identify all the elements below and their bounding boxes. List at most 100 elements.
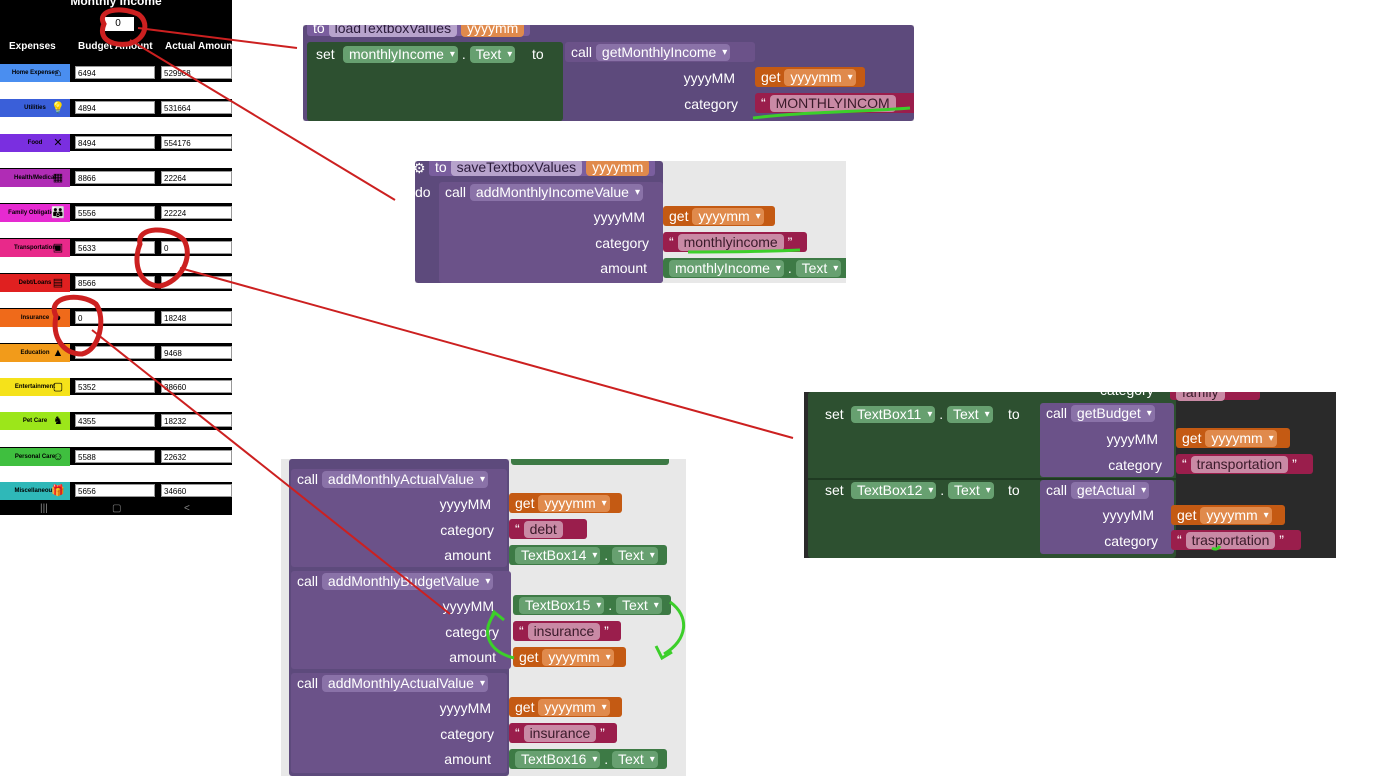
function-dropdown[interactable]: addMonthlyActualValue (321, 471, 488, 488)
function-dropdown[interactable]: addMonthlyActualValue (321, 675, 488, 692)
function-dropdown[interactable]: addMonthlyBudgetValue (321, 573, 494, 590)
budget-amount-input[interactable]: 6494 (75, 66, 155, 79)
property-dropdown[interactable]: Text (947, 406, 993, 423)
get-block[interactable]: get yyyymm (509, 697, 622, 717)
budget-amount-input[interactable]: 5656 (75, 484, 155, 497)
budget-amount-input[interactable] (75, 346, 155, 359)
back-icon[interactable]: < (184, 503, 190, 514)
variable-dropdown[interactable]: yyyymm (1200, 507, 1272, 524)
category-label: Food (0, 134, 70, 152)
budget-amount-input[interactable]: 8494 (75, 136, 155, 149)
text-value[interactable]: insurance (527, 623, 601, 640)
property-dropdown[interactable]: Text (612, 751, 658, 768)
gear-icon[interactable]: ⚙ (415, 161, 426, 176)
actual-amount-input[interactable]: 34660 (161, 484, 232, 497)
get-block[interactable]: get yyyymm (755, 67, 865, 87)
text-value[interactable]: family (1176, 392, 1225, 401)
component-getter[interactable]: monthlyIncome . Text (663, 258, 846, 278)
variable-dropdown[interactable]: yyyymm (784, 69, 856, 86)
actual-amount-input[interactable]: 22224 (161, 206, 232, 219)
budget-amount-input[interactable]: 4355 (75, 414, 155, 427)
component-dropdown[interactable]: TextBox14 (515, 547, 601, 564)
text-value[interactable]: MONTHLYINCOM (769, 95, 896, 112)
component-getter[interactable]: TextBox15 . Text (513, 595, 671, 615)
text-value[interactable]: debt (523, 521, 563, 538)
text-block[interactable]: family (1170, 392, 1260, 401)
get-block[interactable]: get yyyymm (513, 647, 626, 667)
budget-amount-input[interactable]: 5352 (75, 380, 155, 393)
row-stripe (0, 82, 232, 99)
actual-amount-input[interactable]: 18232 (161, 414, 232, 427)
call-addmonthlyincomevalue[interactable]: call addMonthlyIncomeValue (439, 182, 663, 283)
actual-amount-input[interactable]: 531664 (161, 101, 232, 114)
procedure-header[interactable]: to loadTextboxValues yyyymm (307, 25, 531, 37)
call-getbudget[interactable]: call getBudget (1040, 403, 1174, 477)
procedure-header[interactable]: to saveTextboxValues yyyymm (429, 161, 656, 176)
actual-amount-input[interactable]: 9468 (161, 346, 232, 359)
function-dropdown[interactable]: getBudget (1070, 405, 1155, 422)
text-value[interactable]: monthlyincome (677, 234, 784, 251)
text-value[interactable]: transportation (1190, 456, 1289, 473)
recent-apps-icon[interactable]: ||| (40, 503, 48, 514)
variable-dropdown[interactable]: yyyymm (542, 649, 614, 666)
actual-amount-input[interactable]: 22264 (161, 171, 232, 184)
variable-dropdown[interactable]: yyyymm (538, 495, 610, 512)
text-block[interactable]: “ transportation ” (1176, 454, 1313, 474)
get-block[interactable]: get yyyymm (1176, 428, 1290, 448)
text-block[interactable]: “ monthlyincome ” (663, 232, 807, 252)
component-dropdown[interactable]: TextBox12 (851, 482, 937, 499)
component-dropdown[interactable]: TextBox11 (851, 406, 936, 423)
call-addmonthlyactualvalue-insurance[interactable]: call addMonthlyActualValue (291, 673, 507, 773)
budget-amount-input[interactable]: 4894 (75, 101, 155, 114)
property-dropdown[interactable]: Text (795, 260, 842, 277)
property-dropdown[interactable]: Text (616, 597, 662, 614)
component-dropdown[interactable]: monthlyIncome (343, 46, 458, 63)
function-dropdown[interactable]: addMonthlyIncomeValue (469, 184, 643, 201)
component-dropdown[interactable]: monthlyIncome (669, 260, 784, 277)
text-block[interactable]: “ MONTHLYINCOM (755, 93, 914, 113)
actual-amount-input[interactable]: 18248 (161, 311, 232, 324)
budget-amount-input[interactable]: 8866 (75, 171, 155, 184)
get-block[interactable]: get yyyymm (663, 206, 775, 226)
component-dropdown[interactable]: TextBox16 (515, 751, 601, 768)
actual-amount-input[interactable]: 0 (161, 241, 232, 254)
actual-amount-input[interactable] (161, 276, 232, 289)
variable-dropdown[interactable]: yyyymm (692, 208, 764, 225)
budget-amount-input[interactable]: 5633 (75, 241, 155, 254)
page-title: Monthly Income (70, 0, 162, 8)
category-label: Debt/Loans (0, 274, 70, 292)
text-block[interactable]: “ insurance ” (509, 723, 617, 743)
variable-dropdown[interactable]: yyyymm (538, 699, 610, 716)
component-getter[interactable]: TextBox14 . Text (509, 545, 667, 565)
get-block[interactable]: get yyyymm (509, 493, 622, 513)
call-getactual[interactable]: call getActual (1040, 480, 1174, 554)
budget-amount-input[interactable]: 5556 (75, 206, 155, 219)
row-stripe (0, 326, 232, 343)
text-block[interactable]: “ insurance ” (513, 621, 621, 641)
text-block[interactable]: “ trasportation ” (1171, 530, 1301, 550)
actual-amount-input[interactable]: 38660 (161, 380, 232, 393)
property-dropdown[interactable]: Text (612, 547, 658, 564)
home-icon[interactable]: ▢ (112, 503, 122, 514)
get-block[interactable]: get yyyymm (1171, 505, 1285, 525)
budget-amount-input[interactable]: 5588 (75, 450, 155, 463)
budget-amount-input[interactable]: 0 (75, 311, 155, 324)
function-dropdown[interactable]: getActual (1070, 482, 1150, 499)
budget-amount-input[interactable]: 8566 (75, 276, 155, 289)
arg-label: yyyyMM (439, 700, 491, 716)
component-getter[interactable]: TextBox16 . Text (509, 749, 667, 769)
text-value[interactable]: insurance (523, 725, 597, 742)
monthly-income-input[interactable]: 0 (102, 17, 134, 31)
actual-amount-input[interactable]: 554176 (161, 136, 232, 149)
property-dropdown[interactable]: Text (469, 46, 516, 63)
function-dropdown[interactable]: getMonthlyIncome (595, 44, 731, 61)
actual-amount-input[interactable]: 529968 (161, 66, 232, 79)
actual-amount-input[interactable]: 22632 (161, 450, 232, 463)
text-value[interactable]: trasportation (1185, 532, 1276, 549)
component-dropdown[interactable]: TextBox15 (519, 597, 605, 614)
text-block[interactable]: “ debt (509, 519, 587, 539)
property-dropdown[interactable]: Text (948, 482, 994, 499)
variable-dropdown[interactable]: yyyymm (1205, 430, 1277, 447)
call-getmonthlyincome[interactable]: call getMonthlyIncome (565, 42, 755, 62)
